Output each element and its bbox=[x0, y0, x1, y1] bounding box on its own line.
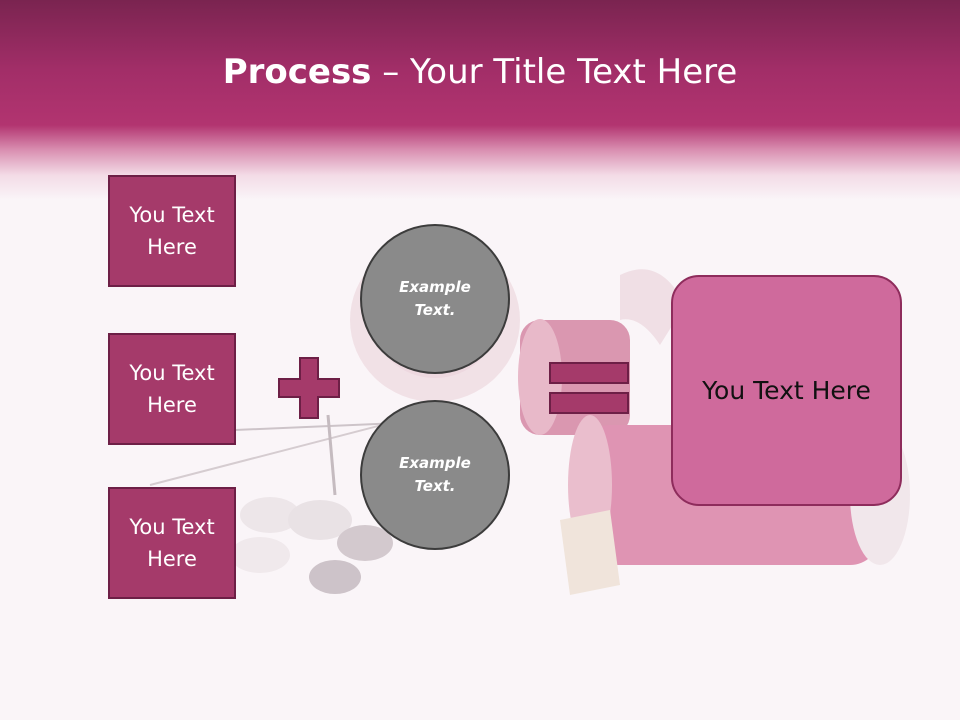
header-banner bbox=[0, 0, 960, 200]
example-circle-2-label: Example Text. bbox=[399, 454, 471, 495]
text-box-1: You Text Here bbox=[108, 175, 236, 287]
example-circle-2: Example Text. bbox=[360, 400, 510, 550]
text-box-3-label: You Text Here bbox=[129, 515, 215, 571]
text-box-1-label: You Text Here bbox=[129, 203, 215, 259]
example-circle-1-label: Example Text. bbox=[399, 278, 471, 319]
text-box-2: You Text Here bbox=[108, 333, 236, 445]
example-circle-1: Example Text. bbox=[360, 224, 510, 374]
title-rest: – Your Title Text Here bbox=[371, 52, 738, 92]
text-box-2-label: You Text Here bbox=[129, 361, 215, 417]
title-bold: Process bbox=[222, 52, 372, 92]
plus-icon bbox=[278, 357, 340, 419]
equals-icon bbox=[549, 362, 629, 414]
text-box-3: You Text Here bbox=[108, 487, 236, 599]
slide-title: Process – Your Title Text Here bbox=[0, 52, 960, 92]
result-box-label: You Text Here bbox=[702, 376, 871, 405]
result-box: You Text Here bbox=[671, 275, 902, 506]
